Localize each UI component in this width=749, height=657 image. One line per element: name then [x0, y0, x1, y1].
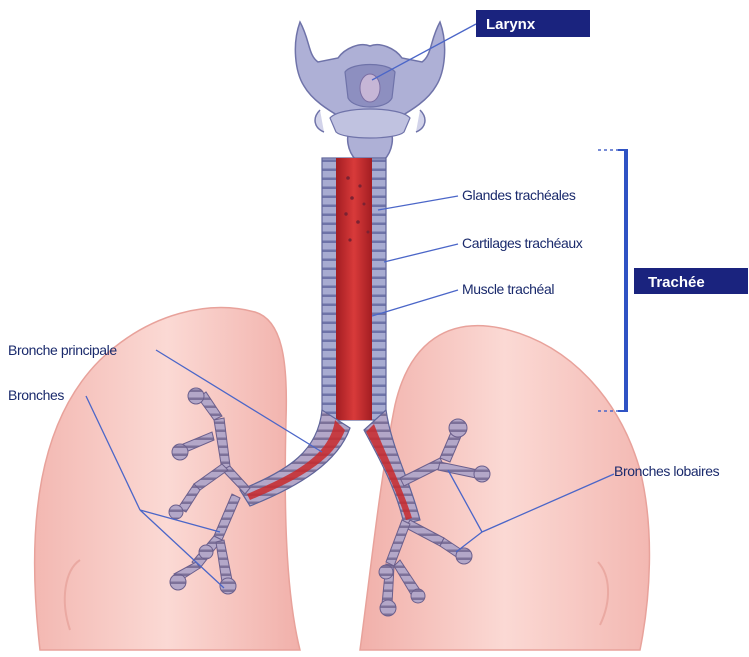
trachee-label: Trachée: [648, 274, 705, 291]
bronches-lobaires-label: Bronches lobaires: [614, 463, 720, 479]
bronche-principale-label: Bronche principale: [8, 342, 117, 358]
trachea-tube: [322, 158, 386, 420]
glandes-tracheales-label: Glandes trachéales: [462, 187, 576, 203]
larynx-structure: [295, 22, 444, 160]
trachea-bracket: [598, 150, 628, 411]
trachee-label-box: Trachée: [634, 268, 748, 294]
muscle-tracheal-label: Muscle trachéal: [462, 281, 554, 297]
cartilages-tracheaux-label: Cartilages trachéaux: [462, 235, 583, 251]
larynx-label: Larynx: [486, 16, 536, 33]
larynx-label-box: Larynx: [476, 10, 590, 37]
left-lung: [35, 308, 300, 650]
bronches-label: Bronches: [8, 387, 64, 403]
